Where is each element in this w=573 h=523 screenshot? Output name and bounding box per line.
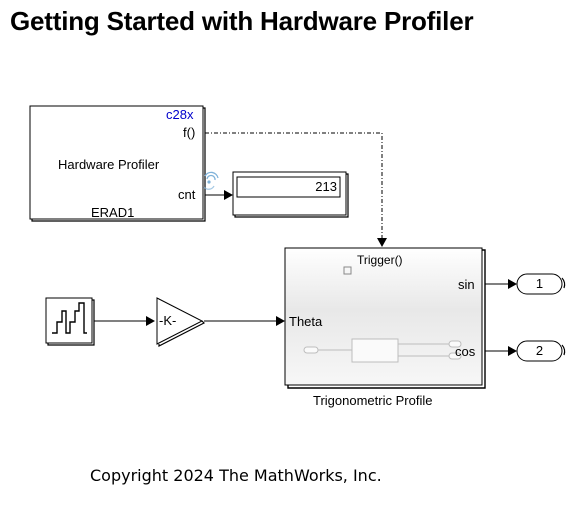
signal-cnt-to-display bbox=[205, 190, 233, 200]
subsystem-preview-icon bbox=[303, 338, 462, 363]
subsystem-name: Trigonometric Profile bbox=[313, 393, 433, 408]
page-title: Getting Started with Hardware Profiler bbox=[10, 6, 474, 36]
signal-gain-to-theta bbox=[204, 316, 285, 326]
outport-2-block[interactable] bbox=[516, 340, 566, 362]
outport-1-block[interactable] bbox=[516, 273, 566, 295]
signal-source-to-gain bbox=[94, 316, 155, 326]
signal-sin-to-outport1 bbox=[485, 279, 517, 289]
gain-block[interactable] bbox=[156, 297, 206, 347]
trigonometric-profile-subsystem[interactable] bbox=[284, 247, 486, 389]
port-label-f: f() bbox=[183, 125, 196, 140]
processor-tag: c28x bbox=[166, 107, 194, 122]
function-call-signal bbox=[205, 132, 387, 247]
port-label-cnt: cnt bbox=[178, 187, 196, 202]
block-name-erad1: ERAD1 bbox=[91, 205, 135, 220]
display-block[interactable] bbox=[232, 171, 349, 218]
theta-port-label: Theta bbox=[289, 314, 323, 329]
display-value: 213 bbox=[315, 179, 337, 194]
hardware-profiler-block[interactable] bbox=[29, 105, 206, 222]
gain-label: -K- bbox=[159, 313, 177, 328]
outport-1-label: 1 bbox=[535, 276, 544, 291]
trigger-port-label: Trigger() bbox=[357, 253, 403, 267]
signal-cos-to-outport2 bbox=[485, 346, 517, 356]
copyright-notice: Copyright 2024 The MathWorks, Inc. bbox=[90, 466, 382, 485]
staircase-icon bbox=[52, 302, 87, 334]
cos-port-label: cos bbox=[455, 344, 476, 359]
hardware-profiler-label: Hardware Profiler bbox=[58, 157, 160, 172]
staircase-source-block[interactable] bbox=[45, 297, 95, 346]
trigger-port-icon bbox=[343, 266, 352, 275]
sin-port-label: sin bbox=[458, 277, 475, 292]
outport-2-label: 2 bbox=[535, 343, 544, 358]
wireless-signal-icon bbox=[203, 171, 219, 190]
